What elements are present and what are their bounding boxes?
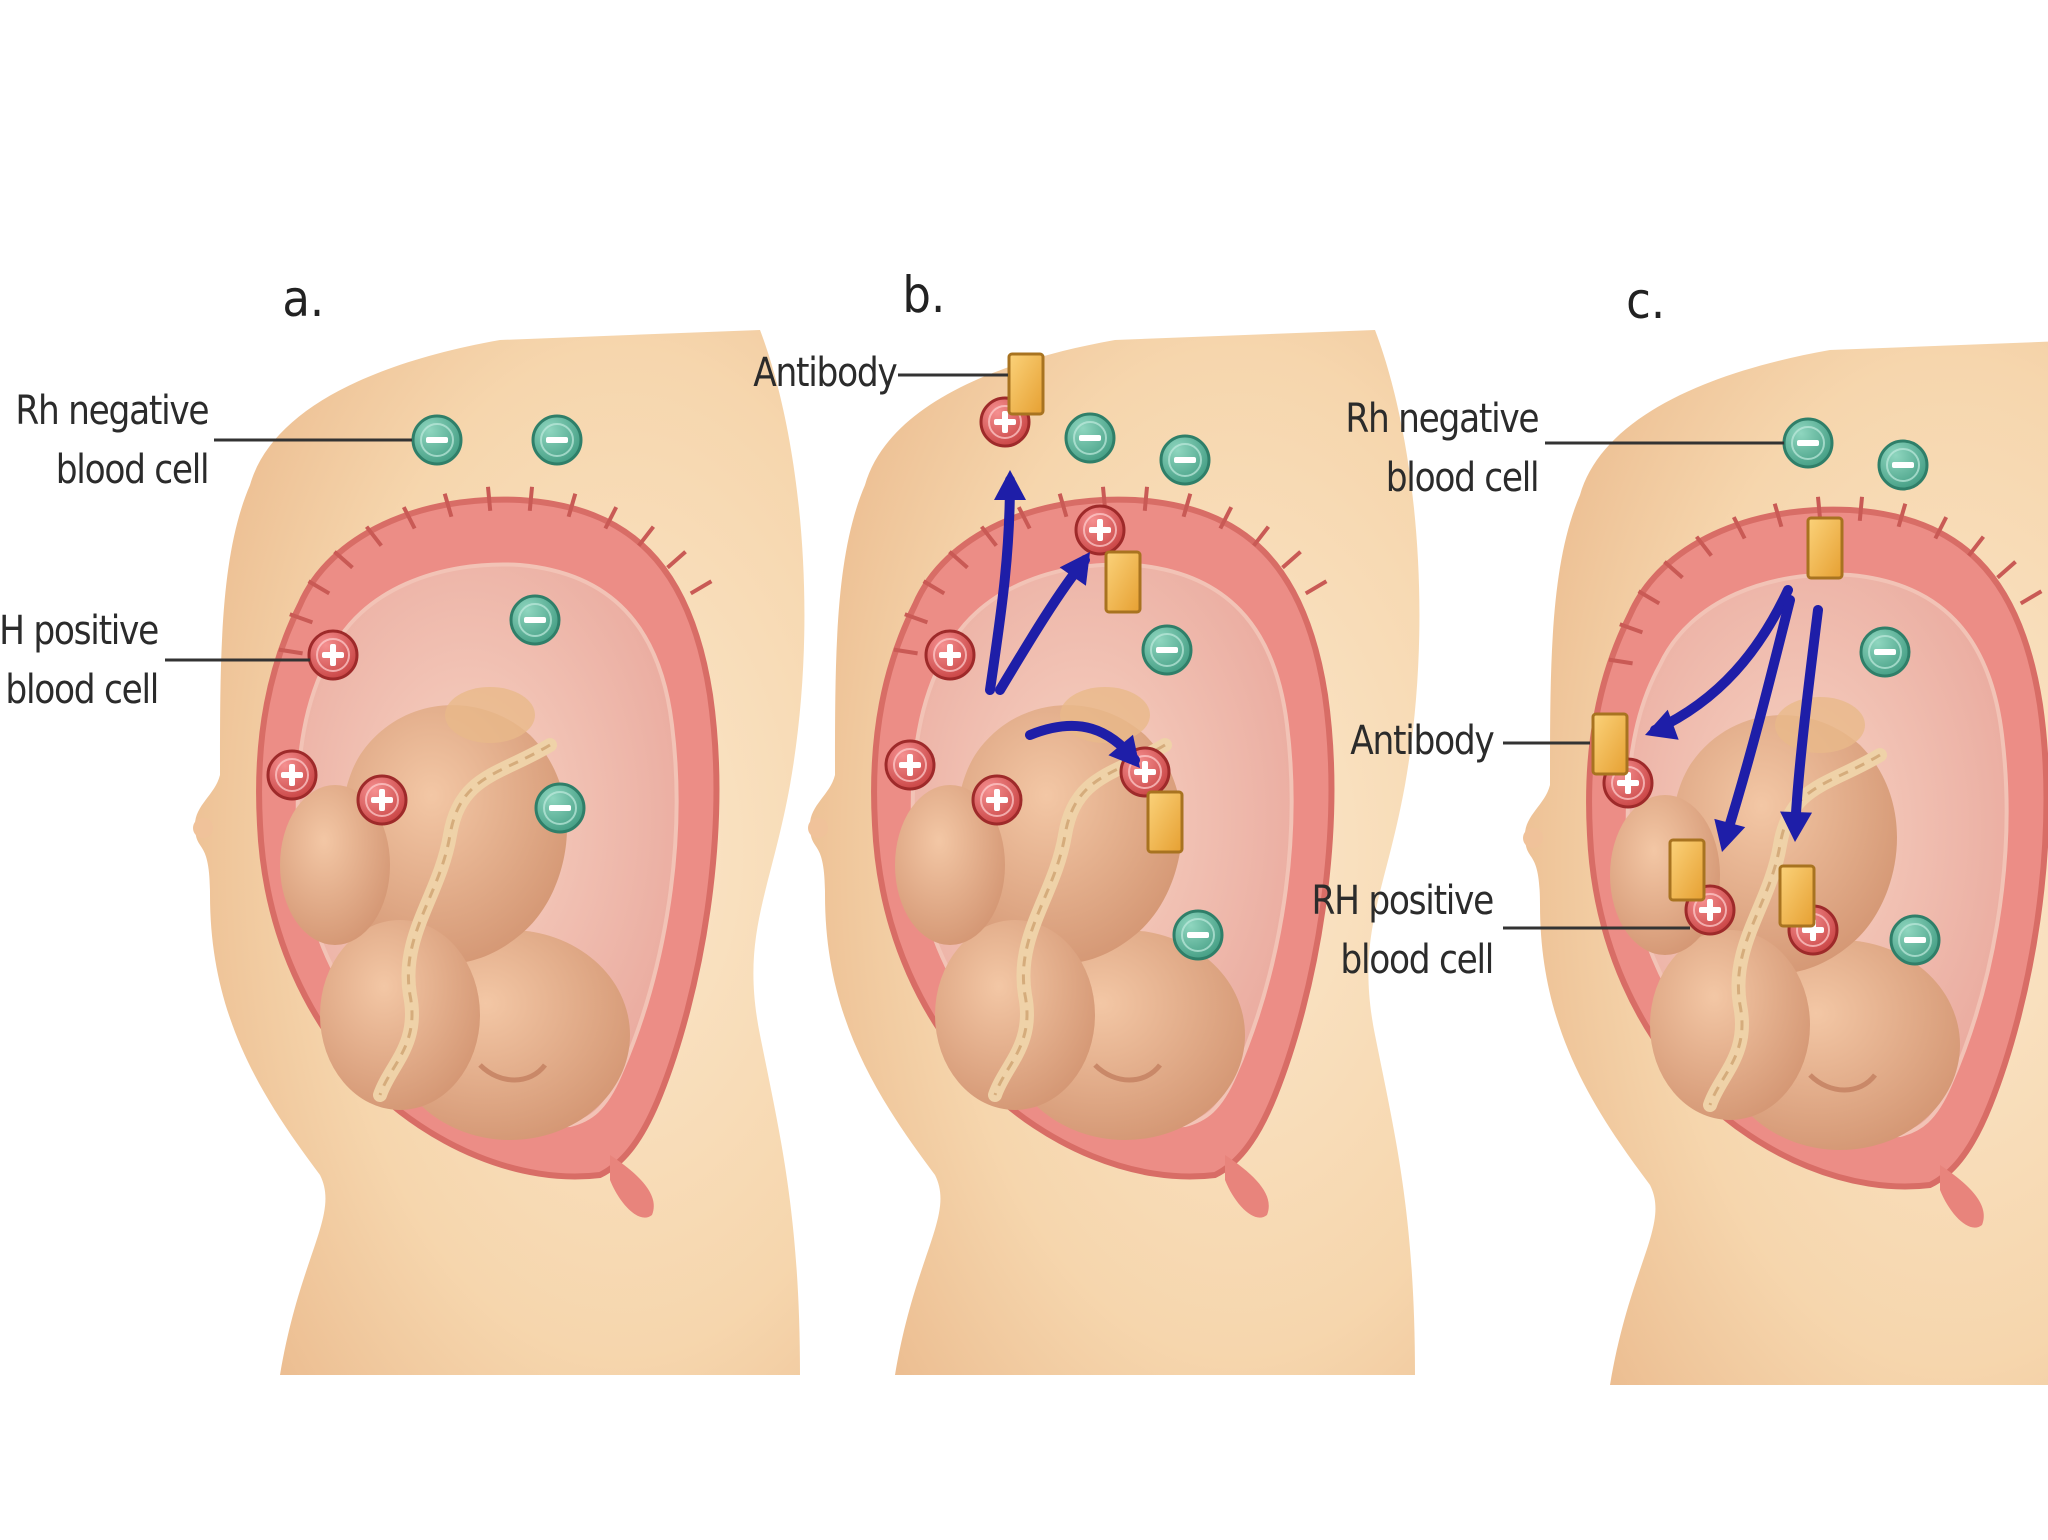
panel-b-antibody-1	[1007, 352, 1045, 416]
panel-c-rh-negative-cell-3	[1859, 626, 1911, 678]
panel-b-body-illustration	[808, 330, 1420, 1375]
panel-b-rh-positive-cell-5	[971, 774, 1023, 826]
panel-c-arrow-1	[1645, 585, 1793, 740]
panel-a-letter: a.	[282, 270, 325, 328]
panel-c-rh-negative-label: Rh negative blood cell	[1345, 396, 1539, 501]
panel-a-rh-negative-cell-1	[411, 414, 463, 466]
panel-b-rh-negative-cell-4	[1172, 909, 1224, 961]
panel-a-rh-positive-cell-3	[356, 774, 408, 826]
panel-a-rh-positive-cell-1	[307, 629, 359, 681]
panel-b-rh-negative-cell-1	[1064, 412, 1116, 464]
panel-c-umbilical-cord	[1703, 748, 1887, 1112]
panel-c-rh-negative-cell-2	[1877, 439, 1929, 491]
panel-a-rh-negative-cell-3	[509, 594, 561, 646]
panel-c-antibody-3	[1668, 838, 1706, 902]
panel-c-rh-positive-label: RH positive blood cell	[1311, 878, 1495, 983]
panel-b-antibody-label: Antibody	[752, 350, 897, 396]
panel-c-rh-negative-cell-1	[1782, 417, 1834, 469]
panel-b-antibody-2	[1104, 550, 1142, 614]
panel-b-rh-negative-cell-2	[1159, 434, 1211, 486]
panel-a-rh-positive-label: RH positive blood cell	[0, 608, 159, 713]
panel-c-antibody-label: Antibody	[1349, 718, 1494, 764]
panel-b-arrow-2	[995, 552, 1090, 695]
panel-b-rh-positive-cell-6	[1119, 746, 1171, 798]
panel-b-rh-positive-cell-4	[884, 739, 936, 791]
panel-c-antibody-1	[1806, 516, 1844, 580]
panel-b-rh-positive-cell-3	[924, 629, 976, 681]
panel-b-umbilical-cord	[988, 738, 1172, 1102]
panel-c-letter: c.	[1626, 272, 1666, 330]
panel-a-rh-negative-label: Rh negative blood cell	[15, 388, 209, 493]
panel-a-rh-positive-cell-2	[266, 749, 318, 801]
panel-b-rh-negative-cell-3	[1141, 624, 1193, 676]
panel-b-arrow-1	[985, 470, 1026, 695]
panel-b-letter: b.	[902, 266, 946, 324]
panel-c-arrow-3	[1780, 605, 1823, 842]
panel-b-rh-positive-cell-2	[1074, 504, 1126, 556]
panel-c-antibody-4	[1778, 864, 1816, 928]
panel-c-antibody-2	[1591, 712, 1629, 776]
panel-a-rh-negative-cell-4	[534, 782, 586, 834]
panel-a-rh-negative-cell-2	[531, 414, 583, 466]
panel-c-arrow-2	[1714, 595, 1795, 852]
panel-c-rh-negative-cell-4	[1889, 914, 1941, 966]
panel-a-body-illustration	[193, 330, 805, 1375]
panel-a-umbilical-cord	[373, 738, 557, 1102]
panel-b-arrow-3	[1025, 720, 1140, 768]
panel-c-body-illustration	[1523, 341, 2048, 1385]
panel-b-antibody-3	[1146, 790, 1184, 854]
